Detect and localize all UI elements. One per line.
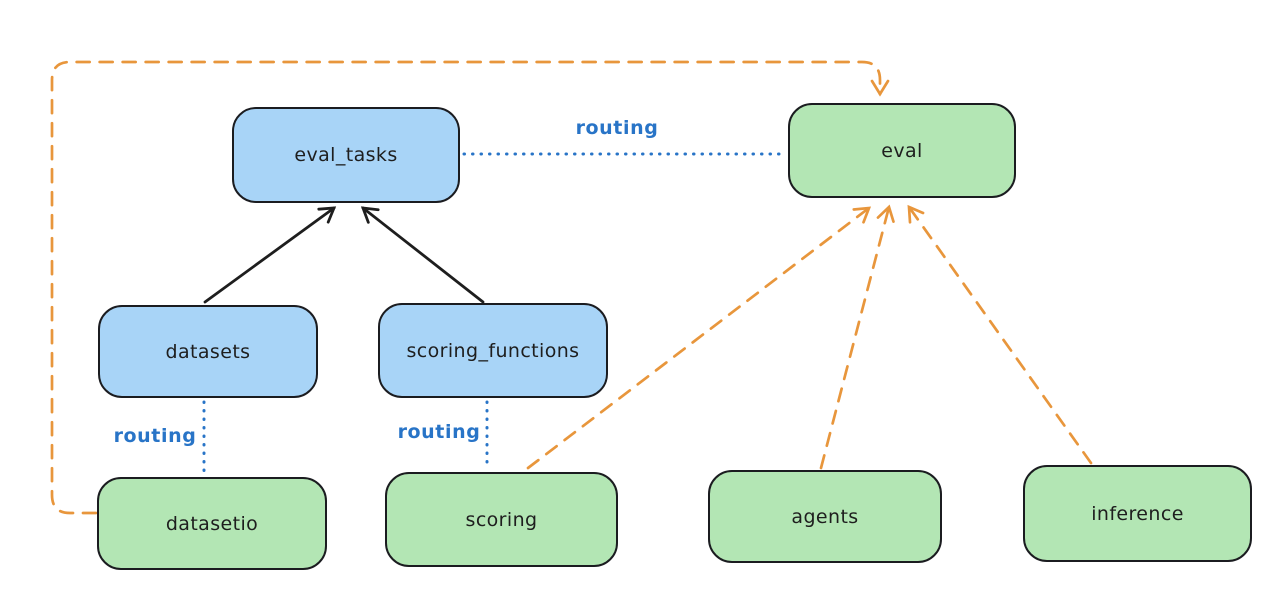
node-agents-label: agents bbox=[791, 505, 859, 528]
node-eval-tasks: eval_tasks bbox=[232, 107, 460, 203]
edge-datasetio-to-eval bbox=[50, 60, 890, 515]
node-scoring-label: scoring bbox=[465, 508, 538, 531]
node-inference-label: inference bbox=[1091, 502, 1184, 525]
node-datasetio: datasetio bbox=[97, 477, 327, 570]
node-datasetio-label: datasetio bbox=[165, 512, 259, 535]
node-eval-tasks-label: eval_tasks bbox=[294, 144, 398, 166]
node-scoring-functions: scoring_functions bbox=[378, 303, 608, 398]
edge-agents-to-eval bbox=[819, 204, 895, 470]
node-scoring-functions-label: scoring_functions bbox=[406, 339, 580, 362]
node-datasets: datasets bbox=[98, 305, 318, 398]
edge-scoring-to-eval bbox=[526, 206, 872, 470]
edge-datasets-to-eval-tasks bbox=[203, 206, 337, 304]
node-agents: agents bbox=[708, 470, 942, 563]
routing-label-eval-tasks-eval: routing bbox=[575, 117, 659, 139]
node-eval-label: eval bbox=[881, 139, 923, 162]
edge-inference-to-eval bbox=[907, 204, 1093, 465]
node-inference: inference bbox=[1023, 465, 1252, 562]
node-eval: eval bbox=[788, 103, 1016, 198]
node-datasets-label: datasets bbox=[165, 340, 251, 363]
edge-scoring-functions-to-eval-tasks bbox=[360, 206, 485, 304]
routing-label-scoring-functions-scoring: routing bbox=[397, 421, 481, 443]
routing-label-datasets-datasetio: routing bbox=[113, 425, 197, 447]
node-scoring: scoring bbox=[385, 472, 618, 567]
